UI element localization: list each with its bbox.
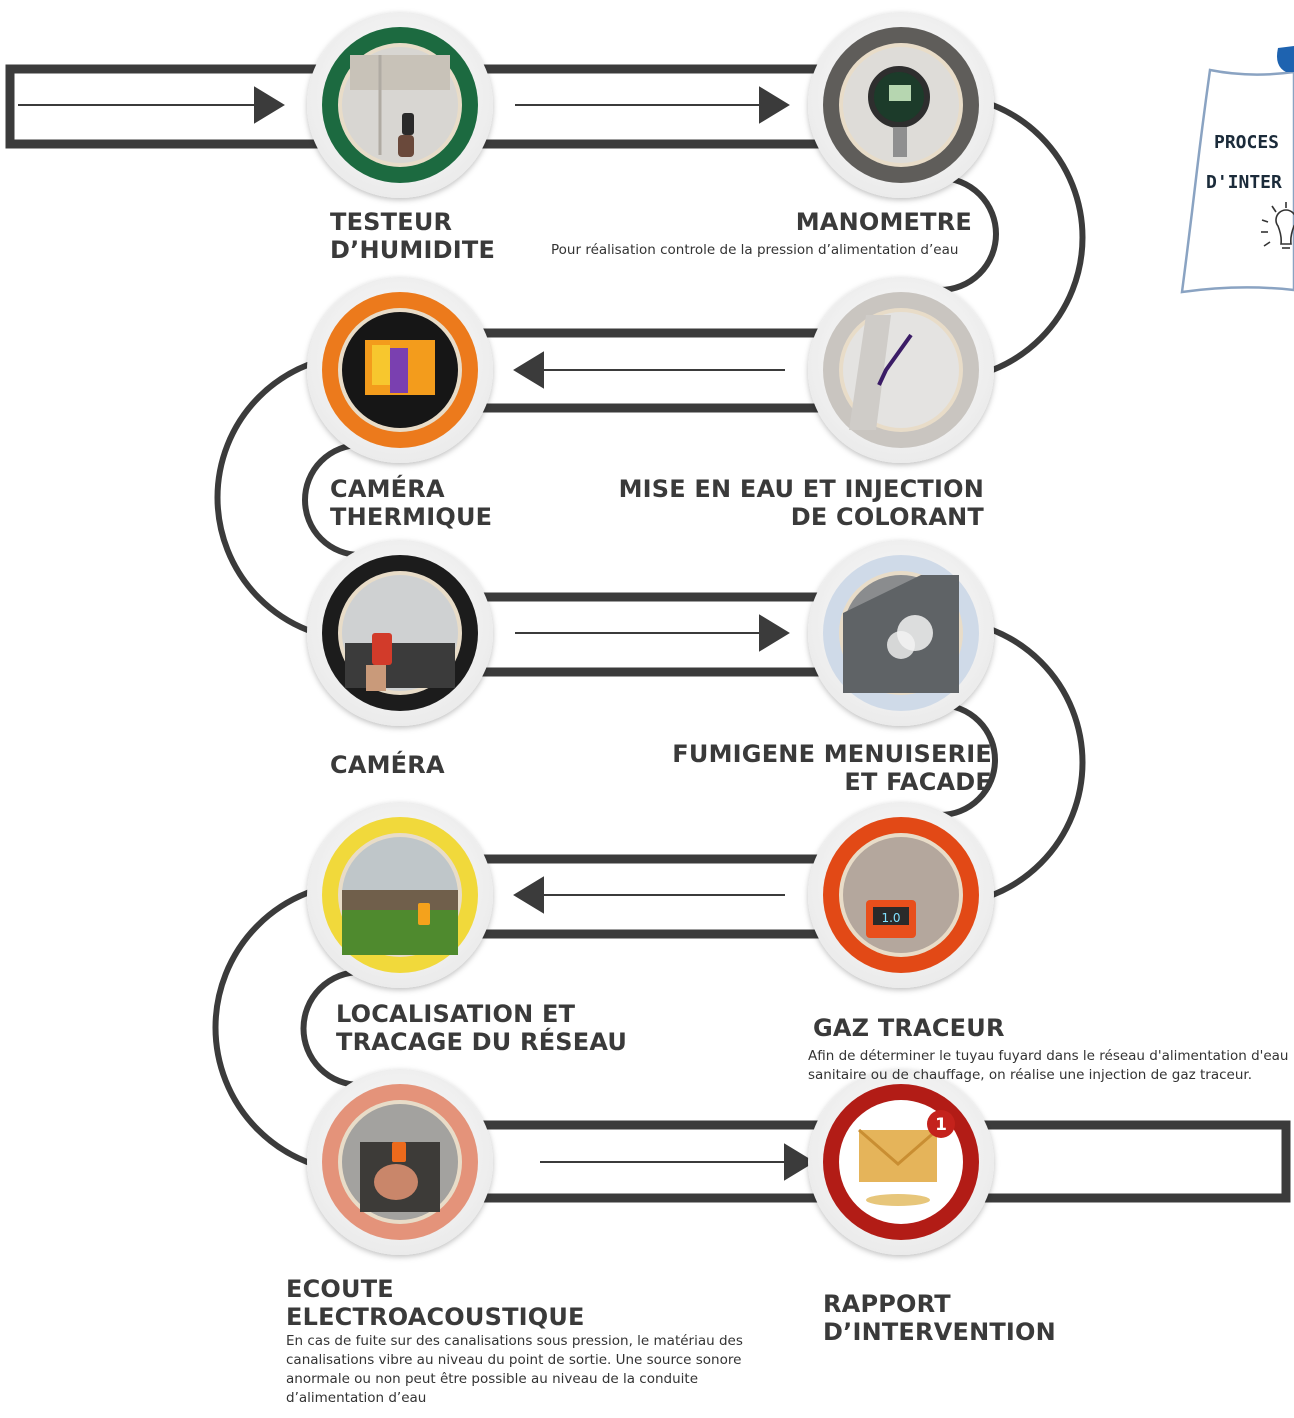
loop-left-1 [214, 352, 361, 643]
step-title-line: MISE EN EAU ET INJECTION [618, 475, 984, 503]
step-circle-6 [808, 540, 994, 726]
step-title-line: ET FACADE [844, 768, 992, 796]
process-note [1180, 46, 1294, 294]
svg-text:1.0: 1.0 [881, 911, 900, 925]
loop-left-2 [212, 880, 361, 1175]
step-title-line: D’HUMIDITE [330, 236, 496, 264]
step-title-line: LOCALISATION ET [336, 1000, 576, 1028]
note-line-1: PROCES [1214, 132, 1280, 153]
step-title-line: D’INTERVENTION [823, 1318, 1056, 1346]
arrow-left-2 [513, 876, 785, 914]
step-title-line: ECOUTE [286, 1275, 394, 1303]
step-title-fumigene: FUMIGENE MENUISERIE ET FACADE [672, 740, 992, 796]
arrow-right-1 [18, 86, 285, 124]
step-title-line: FUMIGENE MENUISERIE [672, 740, 992, 768]
step-title-line: RAPPORT [823, 1290, 951, 1318]
loop-left-1-inner [302, 442, 361, 558]
step-title-testeur: TESTEUR D’HUMIDITE [330, 208, 495, 264]
step-title-line: MANOMETRE [795, 208, 972, 236]
step-circle-1 [307, 12, 493, 198]
inspection-camera-photo [372, 633, 392, 665]
step-title-line: CAMÉRA [330, 751, 445, 779]
step-circle-7 [307, 802, 493, 988]
step-title-line: GAZ TRACEUR [813, 1014, 1005, 1042]
connector-loops [212, 92, 1086, 1175]
step-title-manometre: MANOMETRE [796, 208, 972, 236]
step-title-line: ELECTROACOUSTIQUE [286, 1303, 585, 1331]
arrow-right-3 [515, 614, 790, 652]
loop-right-1 [939, 92, 1086, 383]
pin-icon [1277, 46, 1294, 72]
svg-text:1: 1 [935, 1115, 947, 1135]
loop-right-2 [939, 617, 1086, 908]
network-tracing-photo [418, 903, 430, 925]
step-circle-9 [307, 1069, 493, 1255]
step-title-mise-en-eau: MISE EN EAU ET INJECTION DE COLORANT [619, 475, 984, 531]
dye-injection-photo [877, 333, 913, 386]
step-title-camera: CAMÉRA [330, 751, 445, 779]
step-circle-5 [307, 540, 493, 726]
step-title-line: DE COLORANT [790, 503, 984, 531]
report-envelope-icon: 1 [858, 1110, 955, 1206]
note-line-2: D'INTER [1206, 172, 1282, 193]
step-title-line: THERMIQUE [330, 503, 493, 531]
step-circle-2 [808, 12, 994, 198]
step-circle-8: 1.0 [808, 802, 994, 988]
step-title-camera-thermique: CAMÉRA THERMIQUE [330, 475, 492, 531]
flow-arrows [18, 86, 815, 1181]
step-title-localisation: LOCALISATION ET TRACAGE DU RÉSEAU [336, 1000, 627, 1056]
humidity-tester-photo [402, 113, 414, 135]
arrow-right-4 [540, 1143, 815, 1181]
loop-right-2-inner [939, 702, 998, 818]
arrow-right-2 [515, 86, 790, 124]
step-title-gaz-traceur: GAZ TRACEUR [813, 1014, 1005, 1042]
step-circle-3 [307, 277, 493, 463]
step-desc-gaz-traceur: Afin de déterminer le tuyau fuyard dans … [808, 1048, 1289, 1083]
acoustic-listening-photo [392, 1142, 406, 1162]
step-desc-ecoute: En cas de fuite sur des canalisations so… [286, 1333, 743, 1406]
step-title-rapport: RAPPORT D’INTERVENTION [823, 1290, 1056, 1346]
step-circle-10: 1 [808, 1069, 994, 1255]
step-title-line: CAMÉRA [330, 475, 445, 503]
step-title-line: TRACAGE DU RÉSEAU [336, 1028, 628, 1056]
arrow-left-1 [513, 351, 785, 389]
step-desc-manometre: Pour réalisation controle de la pression… [551, 242, 959, 258]
loop-left-2-inner [300, 969, 361, 1088]
loop-right-1-inner [939, 175, 999, 293]
step-circle-4 [808, 277, 994, 463]
step-title-ecoute: ECOUTE ELECTROACOUSTIQUE [286, 1275, 585, 1331]
step-title-line: TESTEUR [330, 208, 453, 236]
